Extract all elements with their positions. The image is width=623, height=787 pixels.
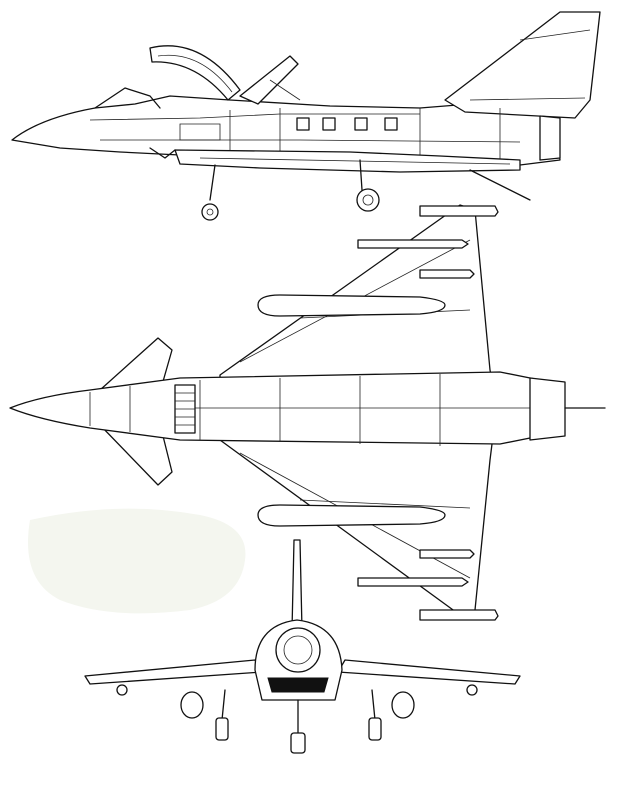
side-nose-gear-strut — [209, 164, 216, 201]
side-tail-strut — [469, 169, 531, 201]
side-panel-3 — [354, 117, 368, 131]
front-intake — [267, 677, 329, 693]
plan-view — [9, 204, 606, 621]
plan-missile-bottom-2 — [419, 549, 475, 559]
front-view — [84, 539, 521, 754]
side-panel-2 — [322, 117, 336, 131]
plan-wingtip-pod-bottom — [419, 609, 499, 621]
side-main-gear-strut — [359, 159, 363, 191]
front-tank-left — [180, 691, 204, 719]
front-tank-right — [391, 691, 415, 719]
side-view — [11, 11, 601, 221]
side-panel-1 — [296, 117, 310, 131]
front-nose-wheel — [290, 732, 306, 754]
front-vertical-fin — [291, 539, 303, 631]
plan-missile-top-1 — [357, 239, 469, 249]
side-main-wheel — [356, 188, 380, 212]
plan-missile-bottom-1 — [357, 577, 469, 587]
plan-tank-top — [257, 294, 446, 317]
front-wing-right — [337, 659, 521, 685]
front-gear-left-strut — [221, 689, 226, 721]
front-wheel-right — [368, 717, 382, 741]
paper-smudge — [28, 508, 246, 614]
front-wheel-left — [215, 717, 229, 741]
front-wing-left — [84, 659, 263, 685]
side-nose-wheel — [201, 203, 219, 221]
plan-wingtip-pod-top — [419, 205, 499, 217]
side-nozzle — [539, 115, 561, 161]
side-panel-4 — [384, 117, 398, 131]
plan-tank-bottom — [257, 504, 446, 527]
side-open-canopy — [149, 45, 241, 101]
front-missile-left — [116, 684, 128, 696]
side-cockpit — [94, 87, 161, 109]
side-vertical-fin — [444, 11, 601, 119]
front-missile-right — [466, 684, 478, 696]
front-gear-right-strut — [371, 689, 376, 721]
plan-missile-top-2 — [419, 269, 475, 279]
front-nose-radome — [275, 627, 321, 673]
plan-nozzle — [529, 377, 566, 441]
side-airbrake — [239, 55, 299, 105]
